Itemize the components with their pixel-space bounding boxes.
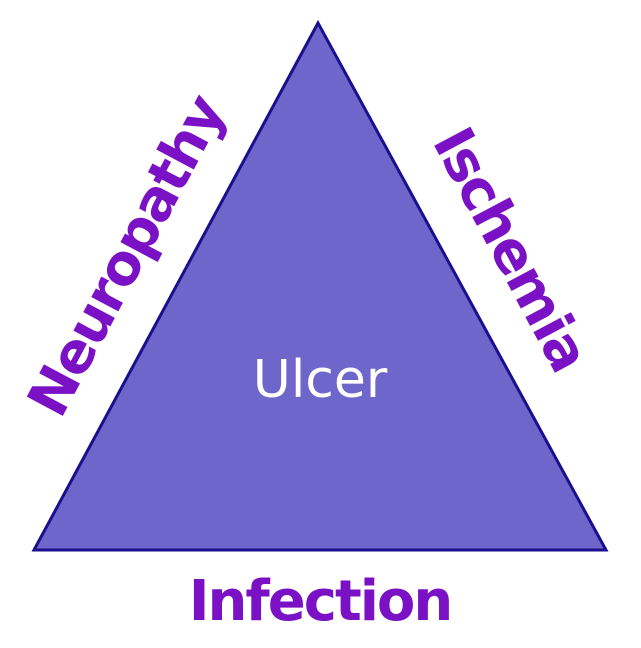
side-label-infection: Infection [189, 569, 452, 634]
triangle-shape [31, 19, 609, 552]
center-label-ulcer: Ulcer [253, 350, 388, 410]
